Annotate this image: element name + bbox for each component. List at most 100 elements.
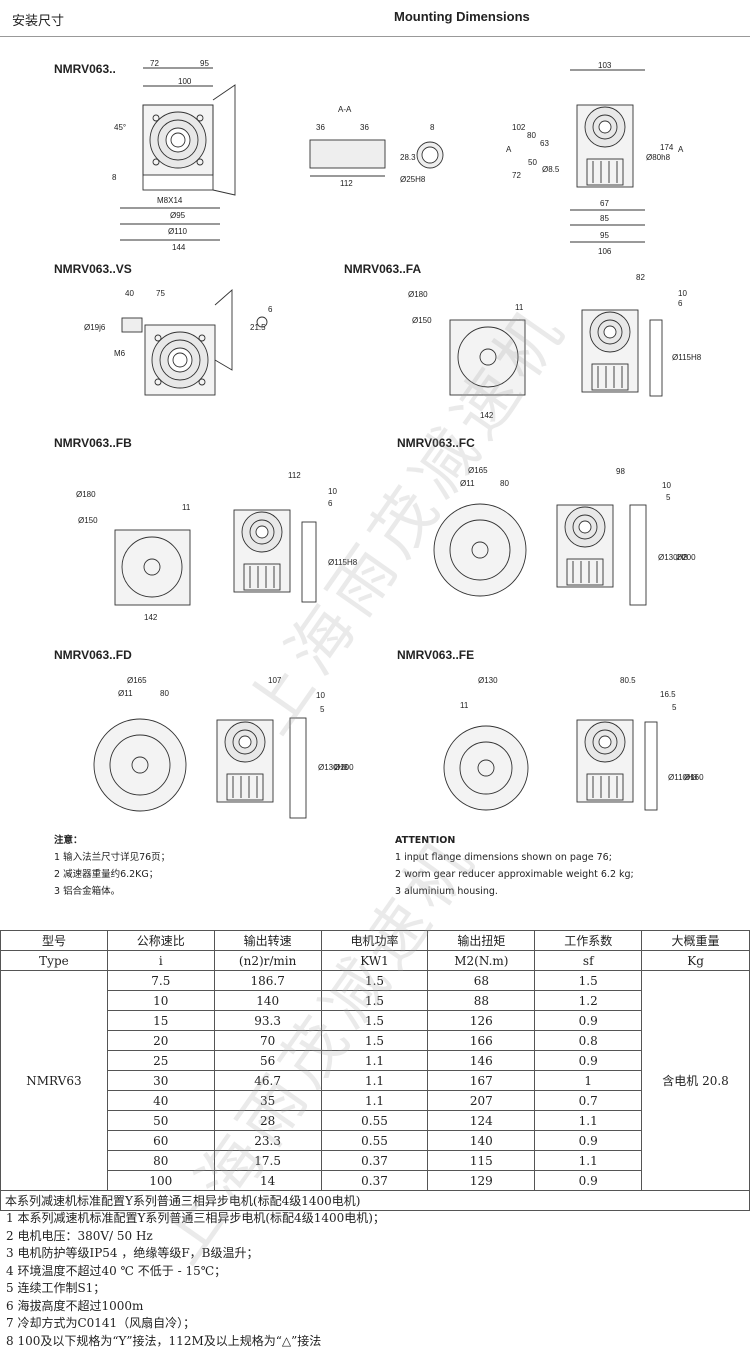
dimension-label: Ø150	[78, 516, 98, 525]
dimension-label: 82	[636, 273, 645, 282]
dimension-label: 50	[528, 158, 537, 167]
dimension-label: 11	[460, 701, 469, 710]
footnotes: 1 本系列减速机标准配置Y系列普通三相异步电机(标配4级1400电机)； 2 电…	[0, 1210, 750, 1350]
drawing-fd: Ø165 Ø11 80 107 10 5 Ø130H8 Ø200	[93, 676, 354, 819]
drawing-base-side: 103 102 80 63 50 72 Ø8.5 Ø80h8 174 67 85…	[506, 61, 684, 256]
table-cell: 15	[106, 1010, 215, 1031]
notes-cn-title: 注意：	[54, 835, 83, 846]
drawing-vs: 40 75 Ø19j6 M6 6 21.5	[84, 289, 273, 396]
dim-45deg: 45°	[114, 123, 126, 132]
dimension-label: 10	[678, 289, 687, 298]
table-cell: 207	[427, 1090, 536, 1111]
table-cell: 1.5	[320, 990, 429, 1011]
dimension-label: 36	[316, 123, 325, 132]
dimension-label: 5	[666, 493, 671, 502]
table-cell: 7.5	[106, 970, 215, 991]
table-cell: 93.3	[213, 1010, 322, 1031]
notes-cn-item: 2 减速器重量约6.2KG；	[54, 869, 159, 880]
footnote: 8 100及以下规格为“Y”接法，112M及以上规格为“△”接法	[6, 1333, 322, 1348]
table-cell: 166	[427, 1030, 536, 1051]
dimension-label: 10	[328, 487, 337, 496]
drawing-fe: Ø130 11 80.5 16.5 5 Ø110H8 Ø160	[443, 676, 704, 811]
dimension-label: 28.3	[400, 153, 416, 162]
drawing-fb: 112 10 6 Ø180 Ø150 11 Ø115H8 142	[76, 471, 358, 622]
notes-cn-item: 1 输入法兰尺寸详见76页；	[54, 852, 171, 863]
dimension-label: Ø160	[684, 773, 704, 782]
dimension-label: 80	[527, 131, 536, 140]
dim-d95: Ø95	[170, 211, 186, 220]
table-cell: 10	[106, 990, 215, 1011]
footnote: 5 连续工作制S1；	[6, 1281, 106, 1295]
dim-144: 144	[172, 243, 186, 252]
dimension-label: Ø8.5	[542, 165, 560, 174]
drawing-shaft-section: A-A 36 36 112 8 28.3 Ø25H8	[309, 105, 444, 188]
model-label-base: NMRV063..	[54, 62, 116, 76]
dimension-label: A	[678, 145, 684, 154]
dimension-label: Ø200	[334, 763, 354, 772]
drawing-base-front: 72 95 100 45° 8 M8X14 Ø95 Ø110 144	[112, 59, 236, 252]
dimension-label: 10	[316, 691, 325, 700]
footnote: 3 电机防护等级IP54 ，绝缘等级F，B级温升；	[6, 1246, 259, 1260]
dimension-label: Ø165	[468, 466, 488, 475]
footnote: 2 电机电压：380V/ 50 Hz	[6, 1228, 153, 1243]
model-label-fe: NMRV063..FE	[397, 648, 475, 662]
dimension-label: Ø25H8	[400, 175, 426, 184]
drawing-fc: Ø165 Ø11 80 98 10 5 Ø130H8 Ø200	[433, 466, 696, 606]
notes-en-item: 3 aluminium housing.	[395, 886, 498, 897]
dimension-label: 5	[320, 705, 325, 714]
dimension-label: Ø19j6	[84, 323, 106, 332]
dim-95: 95	[200, 59, 209, 68]
dim-m8x14: M8X14	[157, 196, 183, 205]
dimension-label: Ø130	[478, 676, 498, 685]
dimension-label: 85	[600, 214, 609, 223]
dimension-label: Ø200	[676, 553, 696, 562]
drawing-fa: 82 10 6 Ø180 Ø150 11 Ø115H8 142	[408, 273, 702, 420]
dimension-label: 98	[616, 467, 625, 476]
dimension-label: 103	[598, 61, 612, 70]
dimension-label: 174	[660, 143, 674, 152]
dimension-label: Ø180	[408, 290, 428, 299]
dimension-label: 95	[600, 231, 609, 240]
dimension-label: 106	[598, 247, 612, 256]
title-cn: 安装尺寸	[12, 14, 65, 29]
table-cell: 68	[427, 970, 536, 991]
dimension-label: Ø110H8	[668, 773, 698, 782]
technical-drawings: 72 95 100 45° 8 M8X14 Ø95 Ø110 144 A-A 3…	[76, 59, 704, 819]
table-cell: 0.37	[320, 1170, 429, 1191]
dimension-label: Ø180	[76, 490, 96, 499]
notes-en-item: 1 input flange dimensions shown on page …	[395, 852, 612, 863]
dimension-label: 75	[156, 289, 165, 298]
dimension-label: 11	[182, 503, 191, 512]
table-cell: 0.9	[534, 1170, 643, 1191]
dimension-label: 80.5	[620, 676, 636, 685]
dimension-label: 11	[515, 303, 524, 312]
dimension-label: 72	[512, 171, 521, 180]
table-cell: 0.8	[534, 1030, 643, 1051]
table-cell: 126	[427, 1010, 536, 1031]
dimension-label: Ø11	[118, 689, 133, 698]
dimension-label: 10	[662, 481, 671, 490]
notes-cn-item: 3 铝合金箱体。	[54, 886, 121, 897]
table-cell: 1.5	[534, 970, 643, 991]
dimension-label: Ø130H8	[658, 553, 688, 562]
dimension-label: 80	[500, 479, 509, 488]
notes-cn: 注意： 1 输入法兰尺寸详见76页； 2 减速器重量约6.2KG； 3 铝合金箱…	[54, 832, 170, 900]
model-label-fb: NMRV063..FB	[54, 436, 132, 450]
notes-en-title: ATTENTION	[395, 835, 456, 846]
table-cell: 本系列减速机标准配置Y系列普通三相异步电机(标配4级1400电机)	[0, 1190, 750, 1211]
table-cell: 0.37	[320, 1150, 429, 1171]
table-cell: 115	[427, 1150, 536, 1171]
footnote: 1 本系列减速机标准配置Y系列普通三相异步电机(标配4级1400电机)；	[6, 1211, 385, 1225]
table-footer-row: 本系列减速机标准配置Y系列普通三相异步电机(标配4级1400电机)	[0, 1190, 750, 1211]
dimension-label: 36	[360, 123, 369, 132]
dimension-label: 112	[340, 179, 353, 188]
dim-72: 72	[150, 59, 159, 68]
